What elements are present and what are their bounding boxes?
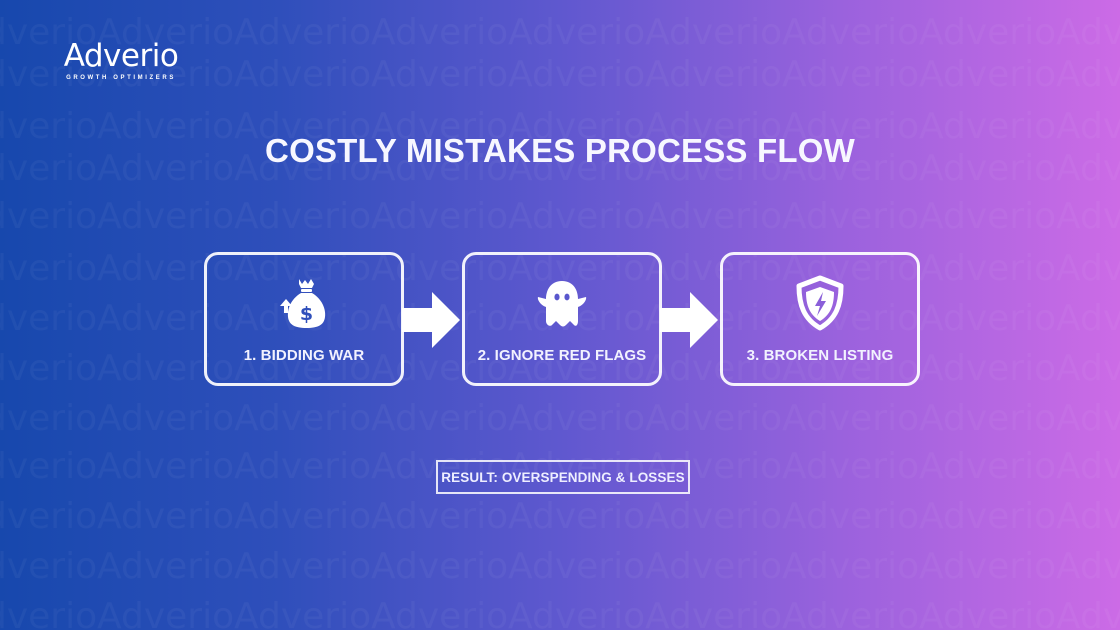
- flow-step-bidding-war: $ 1. BIDDING WAR: [204, 252, 404, 386]
- watermark-row: AdverioAdverioAdverioAdverioAdverioAdver…: [0, 496, 1120, 537]
- right-arrow-icon: [402, 292, 460, 348]
- brand-tagline: GROWTH OPTIMIZERS: [66, 75, 176, 81]
- step-label: 3. BROKEN LISTING: [746, 347, 894, 364]
- watermark-row: AdverioAdverioAdverioAdverioAdverioAdver…: [0, 398, 1120, 439]
- right-arrow-icon: [660, 292, 718, 348]
- step-label: 2. IGNORE RED FLAGS: [477, 347, 647, 364]
- result-badge: RESULT: OVERSPENDING & LOSSES: [436, 460, 690, 494]
- watermark-row: AdverioAdverioAdverioAdverioAdverioAdver…: [0, 596, 1120, 630]
- flow-step-ignore-red-flags: 2. IGNORE RED FLAGS: [462, 252, 662, 386]
- svg-text:$: $: [300, 303, 313, 325]
- brand-logo: Adverio GROWTH OPTIMIZERS: [58, 38, 184, 81]
- brand-name: Adverio: [63, 38, 179, 74]
- money-bag-up-arrow-icon: $: [274, 273, 334, 333]
- watermark-row: AdverioAdverioAdverioAdverioAdverioAdver…: [0, 196, 1120, 237]
- flow-step-broken-listing: 3. BROKEN LISTING: [720, 252, 920, 386]
- watermark-row: AdverioAdverioAdverioAdverioAdverioAdver…: [0, 546, 1120, 587]
- ghost-icon: [532, 273, 592, 333]
- shield-lightning-icon: [790, 273, 850, 333]
- step-label: 1. BIDDING WAR: [243, 347, 365, 364]
- page-title: COSTLY MISTAKES PROCESS FLOW: [265, 132, 855, 169]
